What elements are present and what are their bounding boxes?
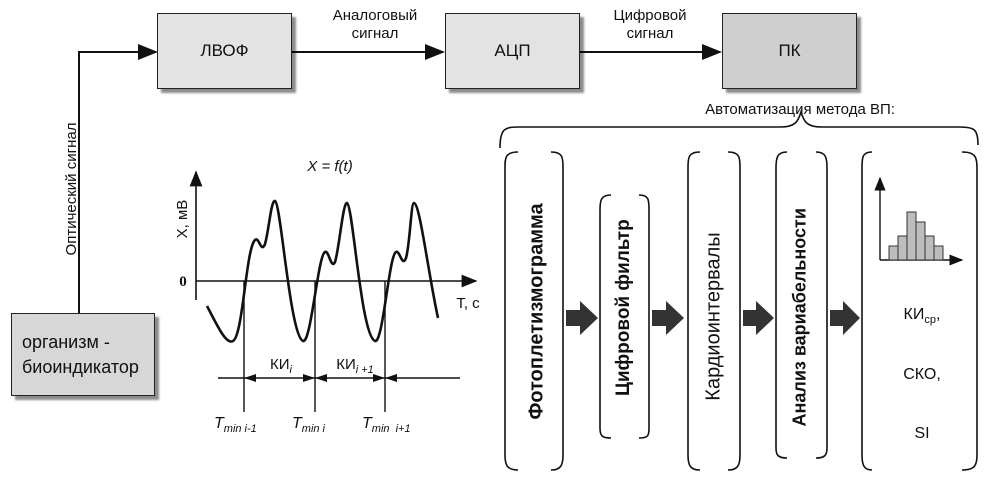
ki-next-sub: i +1 bbox=[355, 364, 374, 376]
result-ki-text: КИ bbox=[903, 306, 925, 323]
t-min-2-sub: min i bbox=[301, 423, 326, 435]
stage-arrows bbox=[566, 301, 860, 335]
ki-next-label: КИi +1 bbox=[325, 356, 385, 379]
x-axis-label: T, c bbox=[456, 295, 480, 312]
ki-prev-text: КИ bbox=[270, 356, 290, 373]
pulse-waveform bbox=[205, 199, 440, 343]
result-ki-suffix: , bbox=[936, 306, 941, 323]
analog-signal-line-2: сигнал bbox=[351, 25, 399, 42]
result-sko: СКО, bbox=[903, 366, 941, 383]
stage-variability-analysis: Анализ вариабельности bbox=[789, 208, 810, 427]
lvof-label: ЛВОФ bbox=[200, 41, 249, 60]
digital-signal-line-1: Цифровой bbox=[613, 7, 687, 24]
pc-block: ПК bbox=[722, 13, 857, 89]
t-min-3-sub: min i+1 bbox=[371, 423, 411, 435]
stage-cardio-intervals: Кардиоинтервалы bbox=[702, 232, 725, 401]
digital-signal-label: Цифровой сигнал bbox=[580, 7, 720, 43]
automation-brace bbox=[499, 109, 979, 149]
y-axis-label: X, мВ bbox=[174, 199, 191, 239]
ki-arrowheads bbox=[244, 374, 397, 382]
analog-signal-label: Аналоговый сигнал bbox=[305, 7, 445, 43]
zero-label: 0 bbox=[179, 274, 187, 290]
pc-label: ПК bbox=[778, 41, 801, 60]
adc-label: АЦП bbox=[494, 41, 531, 60]
t-min-2-text: T bbox=[292, 415, 302, 432]
analog-signal-line-1: Аналоговый bbox=[332, 7, 418, 24]
digital-signal-line-2: сигнал bbox=[626, 25, 674, 42]
t-min-label-3: Tmin i+1 bbox=[362, 415, 432, 438]
ki-next-text: КИ bbox=[336, 356, 356, 373]
organism-block: организм - биоиндикатор bbox=[11, 313, 155, 396]
t-min-1-text: T bbox=[214, 415, 224, 432]
t-min-1-sub: min i-1 bbox=[223, 423, 257, 435]
ki-prev-sub: i bbox=[289, 364, 292, 376]
waveform-title: X = f(t) bbox=[307, 158, 353, 175]
t-min-label-1: Tmin i-1 bbox=[214, 415, 280, 438]
optical-signal-label: Оптический сигнал bbox=[63, 122, 80, 256]
lvof-block: ЛВОФ bbox=[157, 13, 292, 89]
stage-photoplethysmogram: Фотоплетизмограмма bbox=[525, 203, 548, 420]
t-min-3-text: T bbox=[362, 415, 372, 432]
ki-prev-label: КИi bbox=[256, 356, 306, 379]
result-si: SI bbox=[914, 425, 930, 442]
t-min-label-2: Tmin i bbox=[292, 415, 352, 438]
result-ki-sub: ср bbox=[924, 314, 936, 327]
stage-brackets bbox=[504, 151, 978, 471]
organism-label: организм - биоиндикатор bbox=[22, 331, 139, 377]
result-ki: КИср, bbox=[882, 306, 962, 329]
optical-signal-line bbox=[78, 44, 158, 313]
adc-block: АЦП bbox=[445, 13, 580, 89]
automation-title: Автоматизация метода ВП: bbox=[705, 101, 895, 118]
stage-digital-filter: Цифровой фильтр bbox=[613, 219, 634, 396]
histogram-icon bbox=[874, 176, 964, 266]
